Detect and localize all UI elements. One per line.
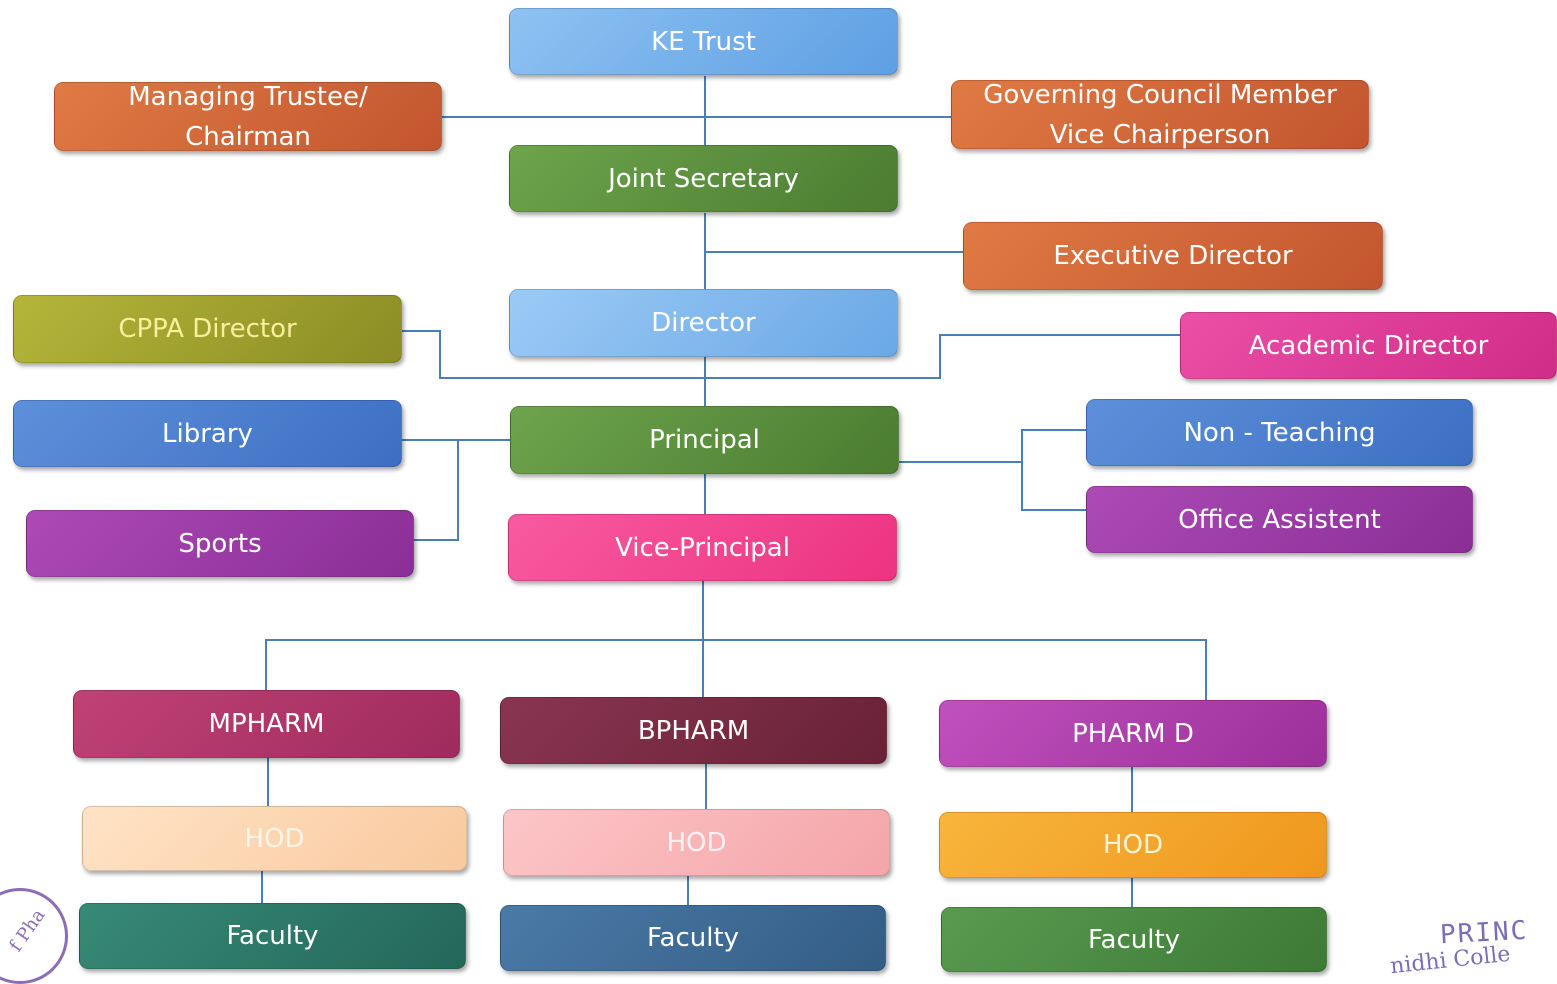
mpharm-box: MPHARM [73, 690, 460, 758]
connector-branches [265, 639, 1207, 700]
connector-academic [705, 334, 1180, 379]
office-assistant-box: Office Assistent [1086, 486, 1473, 553]
hod-pharmd-box: HOD [939, 812, 1327, 878]
pharmd-box: PHARM D [939, 700, 1327, 767]
library-box: Library [13, 400, 402, 467]
faculty-bpharm-box: Faculty [500, 905, 886, 971]
non-teaching-box: Non - Teaching [1086, 399, 1473, 466]
hod-mpharm-box: HOD [82, 806, 467, 871]
faculty-mpharm-box: Faculty [79, 903, 466, 969]
executive-director-box: Executive Director [963, 222, 1383, 290]
faculty-pharmd-box: Faculty [941, 907, 1327, 972]
managing-trustee-box: Managing Trustee/ Chairman [54, 82, 442, 152]
vice-principal-box: Vice-Principal [508, 514, 897, 581]
ke-trust-box: KE Trust [509, 8, 898, 75]
cppa-director-box: CPPA Director [13, 295, 402, 363]
sports-box: Sports [26, 510, 414, 577]
joint-secretary-box: Joint Secretary [509, 145, 898, 212]
connector-nonteach-office [1021, 429, 1086, 511]
bpharm-box: BPHARM [500, 697, 887, 764]
hod-bpharm-box: HOD [503, 809, 890, 876]
principal-box: Principal [510, 406, 899, 474]
connector-library-sports [402, 439, 459, 541]
academic-director-box: Academic Director [1180, 312, 1557, 379]
connector-cppa [402, 330, 705, 379]
director-box: Director [509, 289, 898, 357]
governing-council-box: Governing Council Member Vice Chairperso… [951, 80, 1369, 150]
